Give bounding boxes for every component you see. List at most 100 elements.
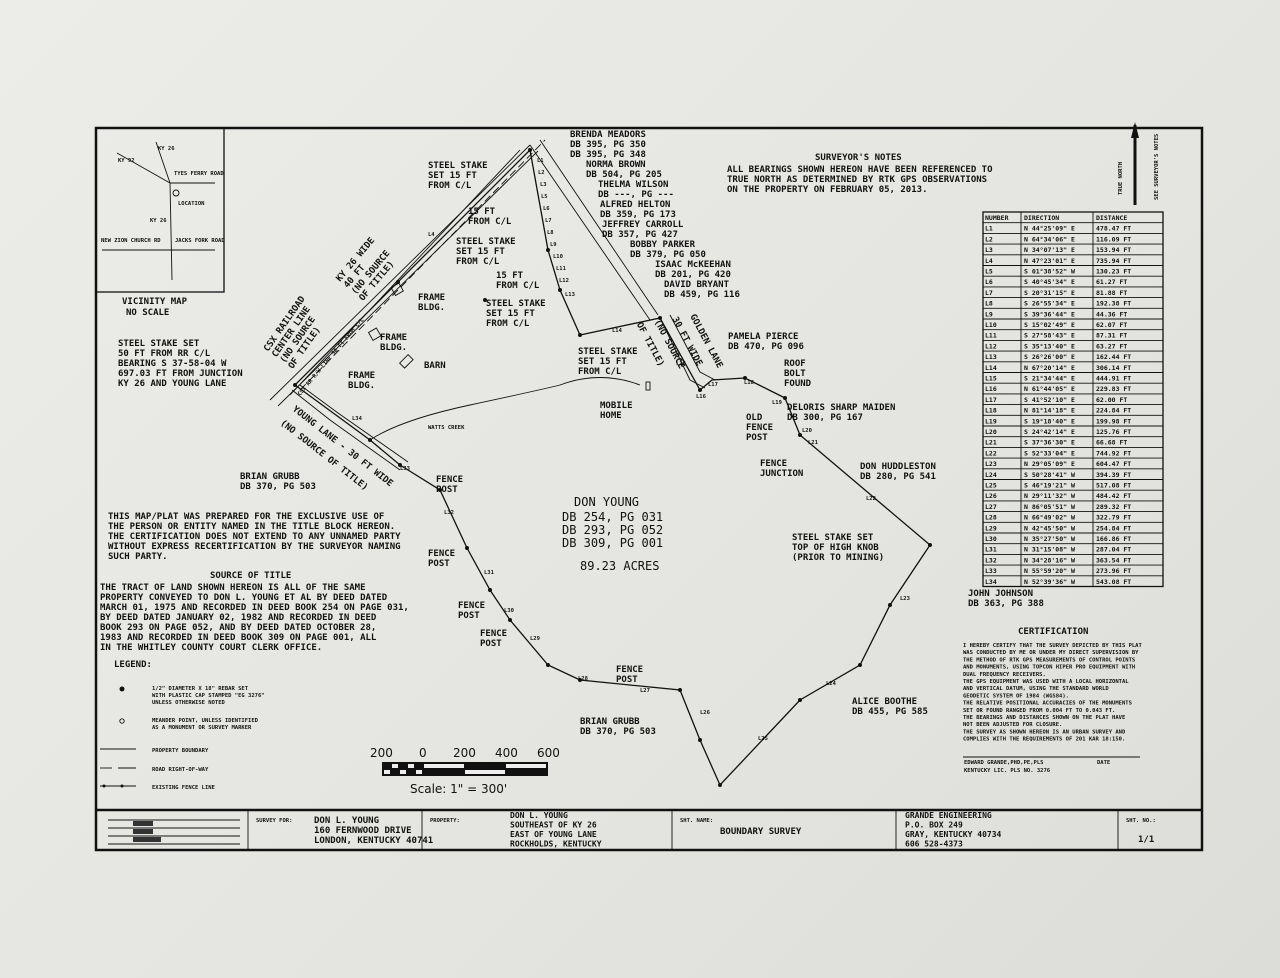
line-label: L13	[565, 292, 575, 298]
table-cell: N 42°45'50" W	[1024, 524, 1075, 532]
north-arrow: TRUE NORTH SEE SURVEYOR'S NOTES	[1118, 122, 1160, 205]
table-cell: S 26°55'34" E	[1024, 300, 1075, 308]
property-line: DON L. YOUNG	[510, 811, 568, 820]
adjoiner-name: BRIAN GRUBB	[240, 472, 300, 482]
adjoiner-name: JEFFREY CARROLL	[602, 220, 684, 230]
table-header: NUMBER	[985, 214, 1009, 222]
table-cell: L7	[985, 289, 993, 297]
legend-text: MEANDER POINT, UNLESS IDENTIFIED	[152, 718, 259, 724]
building-label: BLDG.	[380, 343, 407, 353]
north-arrow-icon	[1131, 122, 1139, 138]
fence-post-label: POST	[436, 485, 458, 495]
line-label: L1	[537, 158, 544, 164]
table-cell: 162.44 FT	[1096, 353, 1131, 361]
certification-line: AND MONUMENTS, USING TOPCON HIPER PRO EQ…	[963, 665, 1135, 671]
line-label: L34	[352, 416, 363, 422]
table-cell: L30	[985, 535, 997, 543]
adjoiner-name: BRIAN GRUBB	[580, 717, 640, 727]
property-label: PROPERTY:	[430, 818, 460, 824]
table-cell: L6	[985, 278, 993, 286]
stake-note: (PRIOR TO MINING)	[792, 553, 884, 563]
table-cell: S 50°28'41" W	[1024, 471, 1075, 479]
table-cell: 484.42 FT	[1096, 492, 1131, 500]
table-cell: S 39°36'44" E	[1024, 310, 1075, 318]
property-line: ROCKHOLDS, KENTUCKY	[510, 840, 602, 849]
sheet-number: 1/1	[1138, 835, 1154, 845]
table-cell: L24	[985, 471, 997, 479]
owner-deed: DB 309, PG 001	[562, 536, 663, 550]
table-cell: L31	[985, 546, 997, 554]
stake-note: 50 FT FROM RR C/L	[118, 349, 211, 359]
table-cell: L16	[985, 385, 997, 393]
table-cell: L20	[985, 428, 997, 436]
table-cell: S 19°18'40" E	[1024, 417, 1075, 425]
table-cell: L13	[985, 353, 997, 361]
line-label: L27	[640, 688, 650, 694]
stake-note: FROM C/L	[468, 217, 512, 227]
fence-post-label: POST	[746, 433, 768, 443]
table-cell: 322.79 FT	[1096, 514, 1131, 522]
table-cell: N 81°14'18" E	[1024, 407, 1075, 415]
table-cell: N 52°39'36" W	[1024, 578, 1075, 586]
road-label: JACKS FORK ROAD	[175, 238, 225, 244]
table-cell: 66.68 FT	[1096, 439, 1127, 447]
legend-symbols	[100, 686, 136, 788]
property-line: SOUTHEAST OF KY 26	[510, 821, 597, 830]
line-label: L23	[900, 596, 910, 602]
vicinity-map-scale: NO SCALE	[126, 308, 169, 318]
rebar-marker	[488, 588, 492, 592]
table-cell: N 34°07'13" E	[1024, 246, 1075, 254]
line-label: L12	[559, 278, 569, 284]
notes-line: ALL BEARINGS SHOWN HEREON HAVE BEEN REFE…	[727, 165, 993, 175]
table-cell: L28	[985, 514, 997, 522]
stake-note: STEEL STAKE	[428, 161, 488, 171]
table-cell: 478.47 FT	[1096, 225, 1131, 233]
scale-label: Scale: 1" = 300'	[410, 782, 507, 796]
table-cell: L4	[985, 257, 993, 265]
adjoiner-name: PAMELA PIERCE	[728, 332, 798, 342]
line-label: L15	[676, 361, 686, 367]
rebar-marker	[698, 388, 702, 392]
table-header: DISTANCE	[1096, 214, 1127, 222]
rebar-marker	[928, 543, 932, 547]
source-title-line: BOOK 293 ON PAGE 052, AND BY DEED DATED …	[100, 623, 376, 633]
fence-junction-label: FENCE	[760, 459, 787, 469]
table-cell: 166.86 FT	[1096, 535, 1131, 543]
adjoiner-deed: DB 395, PG 348	[570, 150, 646, 160]
table-cell: N 35°27'50" W	[1024, 535, 1075, 543]
line-label: L17	[708, 382, 718, 388]
certification-line: GEODETIC SYSTEM OF 1984 (WGS84).	[963, 693, 1069, 699]
firm-line: 606 528-4373	[905, 840, 963, 849]
rebar-marker	[546, 248, 550, 252]
mobile-home-label: MOBILE	[600, 401, 633, 411]
scale-tick: 200	[453, 746, 476, 760]
rebar-marker	[438, 488, 442, 492]
line-label: L21	[808, 440, 819, 446]
table-cell: 87.31 FT	[1096, 332, 1127, 340]
scale-tick: 200	[370, 746, 393, 760]
line-label: L11	[556, 266, 567, 272]
legend-title: LEGEND:	[114, 660, 152, 670]
mobile-home	[645, 381, 651, 391]
table-cell: 289.32 FT	[1096, 503, 1131, 511]
table-cell: L32	[985, 556, 997, 564]
table-cell: N 29°11'32" W	[1024, 492, 1075, 500]
line-label: L24	[826, 681, 837, 687]
adjoiner-deed: DB 363, PG 388	[968, 599, 1044, 609]
stake-note: 15 FT	[496, 271, 524, 281]
certification-line: THE GPS EQUIPMENT WAS USED WITH A LOCAL …	[963, 679, 1129, 685]
sheet-name-label: SHT. NAME:	[680, 818, 713, 824]
table-cell: S 21°34'44" E	[1024, 375, 1075, 383]
revision-block	[108, 819, 240, 845]
line-label: L4	[428, 232, 435, 238]
stake-note: SET 15 FT	[578, 357, 627, 367]
rebar-marker	[508, 618, 512, 622]
line-label: L18	[744, 380, 754, 386]
rebar-marker	[546, 663, 550, 667]
fence-post-label: OLD	[746, 413, 763, 423]
source-title-line: 1983 AND RECORDED IN DEED BOOK 309 ON PA…	[100, 633, 377, 643]
acreage: 89.23 ACRES	[580, 559, 659, 573]
adjoiner-deed: DB 300, PG 167	[787, 413, 863, 423]
certification-line: DUAL FREQUENCY RECEIVERS.	[963, 672, 1046, 678]
